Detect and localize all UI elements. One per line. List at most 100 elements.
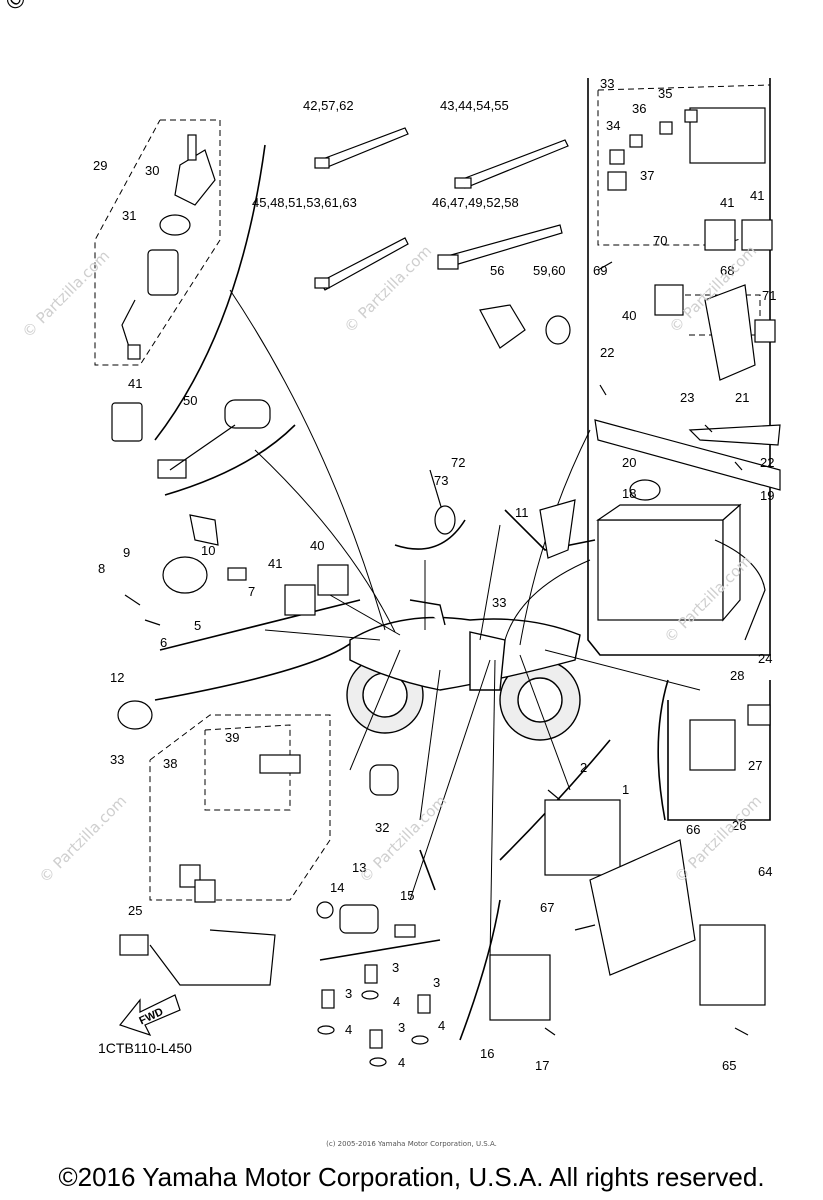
- relay-41b-shape: [704, 219, 736, 251]
- callout-21: 21: [735, 390, 749, 405]
- callout-41: 41: [128, 376, 142, 391]
- relay-40-shape: [654, 284, 684, 316]
- callout-46-47-49-52-58: 46,47,49,52,58: [432, 195, 519, 210]
- starter-relay-26-shape: [689, 719, 736, 771]
- boundary-arc-speed: [419, 849, 436, 891]
- dashed-box-ignition-kit: [94, 119, 221, 366]
- main-switch-shape: [174, 149, 216, 206]
- callout-70: 70: [653, 233, 667, 248]
- plug-cap-7-shape: [227, 567, 247, 581]
- callout-41-b: 41: [720, 195, 734, 210]
- boundary-arc-starter: [657, 679, 669, 821]
- callout-45-48-51-53-61-63: 45,48,51,53,61,63: [252, 195, 357, 210]
- callout-67: 67: [540, 900, 554, 915]
- regulator-64-shape: [699, 924, 766, 1006]
- callout-64: 64: [758, 864, 772, 879]
- boundary-arc-switch: [164, 424, 296, 496]
- clamp-59-shape: [545, 315, 571, 345]
- boundary-arc-bolts: [319, 939, 441, 961]
- sensor-13-shape: [339, 904, 379, 934]
- callout-41-c: 41: [750, 188, 764, 203]
- callout-4-c: 4: [438, 1018, 445, 1033]
- tie-43-shape: [459, 139, 569, 189]
- boundary-arc-relay: [159, 599, 361, 651]
- cdi-1-shape: [544, 799, 621, 876]
- callout-4-b: 4: [345, 1022, 352, 1037]
- callout-3-b: 3: [345, 986, 352, 1001]
- fuse-box-shape: [689, 107, 766, 164]
- callout-12: 12: [110, 670, 124, 685]
- spark-plug-11-shape: [539, 499, 576, 559]
- cover-21-shape: [688, 424, 781, 446]
- callout-18: 18: [622, 486, 636, 501]
- callout-43-44-54-55: 43,44,54,55: [440, 98, 509, 113]
- callout-13: 13: [352, 860, 366, 875]
- callout-50: 50: [183, 393, 197, 408]
- frame-starter-group: [667, 680, 771, 821]
- callout-22-b: 22: [760, 455, 774, 470]
- callout-36: 36: [632, 101, 646, 116]
- callout-25: 25: [128, 903, 142, 918]
- callout-20: 20: [622, 455, 636, 470]
- bracket-66-shape: [589, 839, 696, 976]
- battery-lead-24-shape: [714, 539, 766, 641]
- battery-lead-25-shape: [119, 934, 149, 956]
- callout-35: 35: [658, 86, 672, 101]
- bracket-68-shape: [704, 284, 756, 381]
- callout-40: 40: [622, 308, 636, 323]
- relay-41d-shape: [284, 584, 316, 616]
- atv-body: [346, 599, 581, 741]
- relay-41a-shape: [111, 402, 143, 442]
- bolt-cluster: [124, 261, 749, 1067]
- switch-50-shape: [224, 399, 271, 429]
- callout-15: 15: [400, 888, 414, 903]
- callout-33-middle: 33: [492, 595, 506, 610]
- callout-31: 31: [122, 208, 136, 223]
- clamp-56-shape: [479, 304, 526, 349]
- callout-72: 72: [451, 455, 465, 470]
- callout-34: 34: [606, 118, 620, 133]
- callout-22-a: 22: [600, 345, 614, 360]
- callout-73: 73: [434, 473, 448, 488]
- cap-10-shape: [189, 514, 219, 546]
- callout-19: 19: [760, 488, 774, 503]
- frame-right-group: [587, 78, 771, 656]
- sensor-72-shape: [434, 505, 456, 535]
- callout-29: 29: [93, 158, 107, 173]
- callout-14: 14: [330, 880, 344, 895]
- relay-40b-shape: [317, 564, 349, 596]
- callout-2: 2: [580, 760, 587, 775]
- callout-32: 32: [375, 820, 389, 835]
- callout-37: 37: [640, 168, 654, 183]
- fuse-37-shape: [607, 171, 627, 191]
- nut-shape: [159, 214, 191, 236]
- tiny-copyright: (c) 2005-2016 Yamaha Motor Corporation, …: [326, 1140, 497, 1148]
- relay-41c-shape: [741, 219, 773, 251]
- boundary-arc-sensor: [394, 519, 466, 550]
- fwd-label: FWD: [137, 1006, 165, 1027]
- callout-labels: 29 30 31 41 42,57,62 43,44,54,55 45,48,5…: [93, 76, 776, 1073]
- callout-27: 27: [748, 758, 762, 773]
- callout-8: 8: [98, 561, 105, 576]
- callout-71: 71: [762, 288, 776, 303]
- callout-24: 24: [758, 651, 772, 666]
- callout-6: 6: [160, 635, 167, 650]
- callout-69: 69: [593, 263, 607, 278]
- boundary-arc-rectifier: [459, 899, 501, 1041]
- key-shape: [187, 134, 197, 161]
- callout-11: 11: [515, 505, 529, 520]
- callout-33-top: 33: [600, 76, 614, 91]
- callout-3-c: 3: [433, 975, 440, 990]
- callout-30: 30: [145, 163, 159, 178]
- callout-4-d: 4: [398, 1055, 405, 1070]
- dashed-box-harness-33: [149, 714, 331, 901]
- callout-38: 38: [163, 756, 177, 771]
- callout-56: 56: [490, 263, 504, 278]
- damper-20-shape: [629, 479, 661, 501]
- callout-16: 16: [480, 1046, 494, 1061]
- boundary-arc-plug: [504, 509, 596, 551]
- callout-3-d: 3: [398, 1020, 405, 1035]
- callout-3-a: 3: [392, 960, 399, 975]
- callout-66: 66: [686, 822, 700, 837]
